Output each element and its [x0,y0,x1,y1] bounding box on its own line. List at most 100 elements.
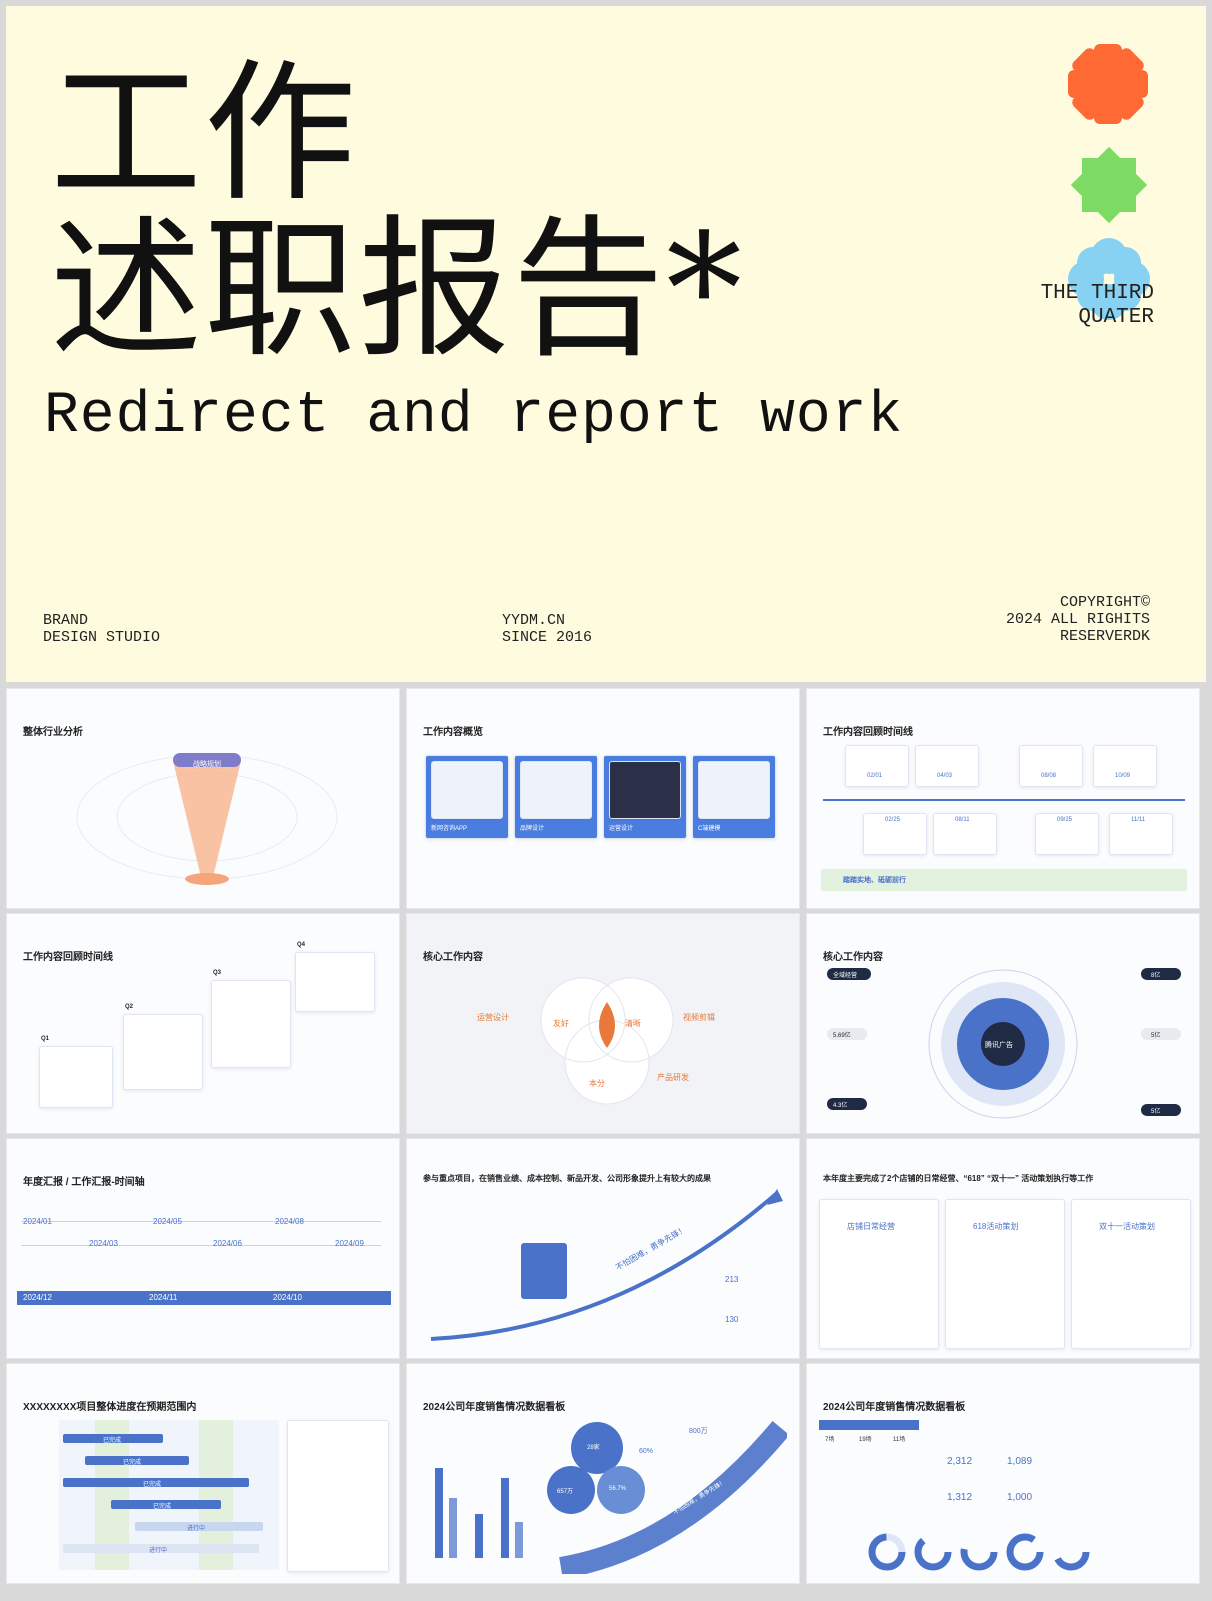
copyright-block: COPYRIGHT© 2024 ALL RIGHITS RESERVERDK [1006,594,1150,645]
quarter-card-1 [39,1046,113,1108]
timeline-axis [823,799,1185,801]
venn-bottom: 本分 [589,1079,605,1088]
slide-thumb-5[interactable]: 核心工作内容 运营设计 友好 清晰 视频剪辑 本分 产品研发 [406,913,800,1134]
blue-flower-icon [1068,238,1150,320]
timeline-card-6 [933,813,997,855]
stat-19: 19场 [859,1437,872,1443]
gantt-bar-6 [63,1544,259,1553]
bubble-56: 56.7% [609,1486,627,1492]
stat-1000: 1,000 [1007,1492,1033,1503]
slide-thumb-7[interactable]: 年度汇报 / 工作汇报-时间轴 2024/01 2024/03 2024/05 … [6,1138,400,1359]
bar-1-label: 已完成 [103,1438,122,1444]
site-line2: SINCE 2016 [502,629,593,646]
date-2024-08: 2024/08 [275,1217,304,1226]
bar-3-label: 已完成 [143,1482,162,1488]
copyright-line2: 2024 ALL RIGHITS [1005,611,1150,628]
tagline-line2: QUATER [1078,306,1154,329]
slide-thumb-12[interactable]: 2024公司年度销售情况数据看板 7场 19场 11场 2,312 1,089 … [806,1363,1200,1584]
venn-left-outer: 运营设计 [477,1013,509,1022]
stat-800: 800万 [689,1428,708,1435]
date-2024-10: 2024/10 [273,1293,302,1302]
cover-title-line2: 述职报告* [50,201,744,378]
slide-thumb-9[interactable]: 本年度主要完成了2个店铺的日常经营、“618” “双十一” 活动策划执行等工作 … [806,1138,1200,1359]
slide-title: 核心工作内容 [823,952,883,963]
cover-title-line1: 工作 [50,45,358,222]
card-label-3: 运营设计 [609,826,634,832]
project-screen-4 [698,761,770,819]
brand-line2: DESIGN STUDIO [43,629,161,646]
slide-thumb-8[interactable]: 参与重点项目，在销售业绩、成本控制、新品开发、公司形象提升上有较大的成果 不怕困… [406,1138,800,1359]
slide-title: 年度汇报 / 工作汇报-时间轴 [23,1177,145,1188]
timeline-card-1 [845,745,909,787]
slide-thumb-6[interactable]: 核心工作内容 腾讯广告 全域经营 8亿 5.69亿 5亿 4.3亿 5亿 [806,913,1200,1134]
bar-6-label: 进行中 [149,1548,168,1554]
timeline-card-7 [1035,813,1099,855]
growth-arrow [430,1189,783,1341]
summary-bar [821,869,1187,891]
pill-2-label: 8亿 [1151,973,1161,979]
gantt-bar-1 [63,1434,163,1443]
pill-4-label: 5亿 [1151,1033,1161,1039]
bar-4-label: 已完成 [153,1504,172,1510]
timeline-card-2 [915,745,979,787]
activity-3-title: 双十一活动策划 [1099,1222,1155,1231]
stat-213: 213 [725,1275,739,1284]
card-label-2: 品牌设计 [520,826,545,832]
bar-2-label: 已完成 [123,1460,142,1466]
bubble-28: 28家 [587,1445,600,1451]
activity-1-title: 店铺日常经营 [847,1222,895,1231]
slide-thumb-3[interactable]: 工作内容回顾时间线 02/01 04/03 08/08 10/09 02/25 … [806,688,1200,909]
date-2024-03: 2024/03 [89,1239,118,1248]
date-2024-06: 2024/06 [213,1239,242,1248]
slide-title: 2024公司年度销售情况数据看板 [823,1402,966,1413]
date-2024-05: 2024/05 [153,1217,182,1226]
center-label: 腾讯广告 [985,1042,1013,1049]
timeline-band [17,1291,391,1305]
slide-title: 工作内容概览 [423,727,483,738]
date-4: 10/09 [1115,773,1131,779]
stat-1312: 1,312 [947,1492,973,1503]
gantt-bar-5 [135,1522,263,1531]
slide-title: 工作内容回顾时间线 [823,727,913,738]
copyright-line1: COPYRIGHT© [1059,594,1150,611]
pill-1-label: 全域经营 [833,973,858,979]
slide-thumb-2[interactable]: 工作内容概览 新网咨询APP 品牌设计 运营设计 C端建模 [406,688,800,909]
q1-label: Q1 [41,1036,50,1042]
brand-line1: BRAND [43,612,89,629]
green-star-icon [1070,146,1148,224]
radial-chart [928,969,1078,1119]
slide-title: 2024公司年度销售情况数据看板 [423,1402,566,1413]
pill-2 [1141,968,1181,980]
timeline-upper [21,1221,381,1222]
timeline-card-8 [1109,813,1173,855]
timeline-middle [21,1245,381,1246]
stat-2312: 2,312 [947,1456,973,1467]
slide-thumb-1[interactable]: 整体行业分析 战略规划 [6,688,400,909]
tab-header [819,1420,919,1430]
venn-bottom-outer: 产品研发 [657,1073,689,1082]
q4-label: Q4 [297,942,306,948]
quarter-card-4 [295,952,375,1012]
date-2024-09: 2024/09 [335,1239,364,1248]
activity-card-1 [819,1199,939,1349]
q3-label: Q3 [213,970,222,976]
project-screen-1 [431,761,503,819]
date-2024-11: 2024/11 [149,1293,178,1302]
date-2: 04/03 [937,773,953,779]
orange-cross-icon [1068,44,1148,124]
date-1: 02/01 [867,773,883,779]
venn-diagram [540,977,674,1105]
timeline-card-5 [863,813,927,855]
pill-3-label: 5.69亿 [833,1033,851,1039]
donut-row [868,1533,1090,1571]
copyright-line3: RESERVERDK [1059,628,1150,645]
activity-card-3 [1071,1199,1191,1349]
slide-title: 整体行业分析 [23,727,83,738]
slide-thumb-11[interactable]: 2024公司年度销售情况数据看板 28家 657万 56.7% 800万 60%… [406,1363,800,1584]
quarter-card-3 [211,980,291,1068]
stat-1089: 1,089 [1007,1456,1033,1467]
slide-thumb-4[interactable]: 工作内容回顾时间线 Q1 Q2 Q3 Q4 [6,913,400,1134]
slide-thumb-10[interactable]: XXXXXXXX项目整体进度在预期范围内 已完成 已完成 已完成 已完成 进行中… [6,1363,400,1584]
gantt-bar-3 [63,1478,249,1487]
project-screen-3 [609,761,681,819]
